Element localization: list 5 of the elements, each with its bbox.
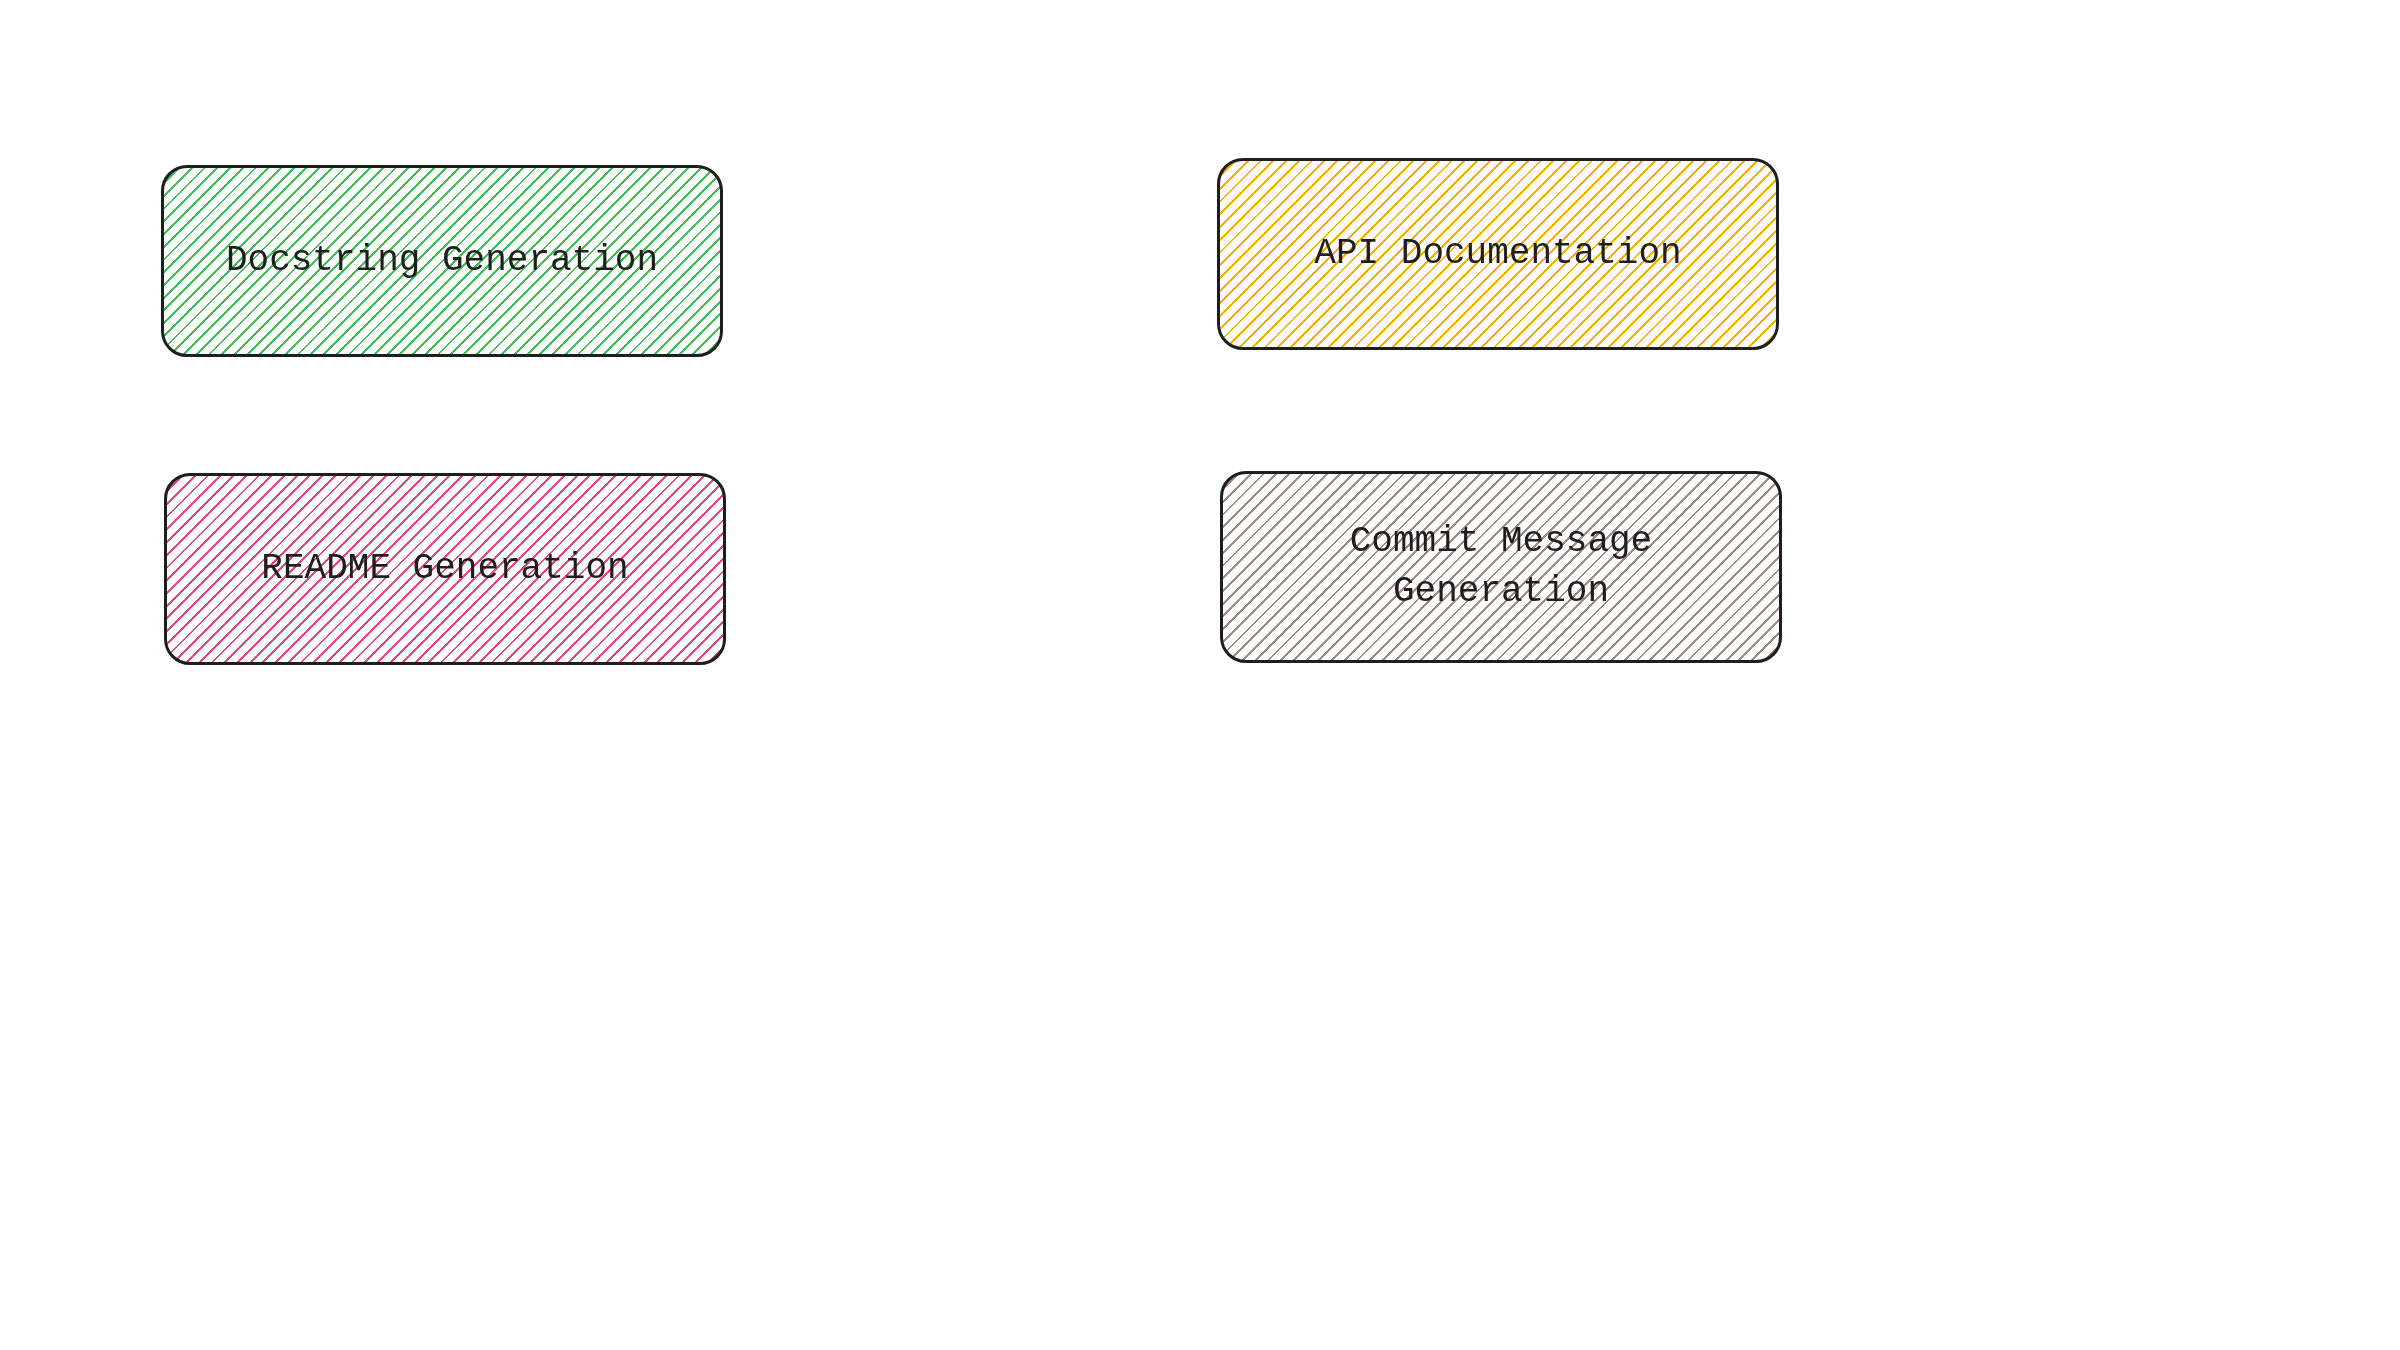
box-label: Commit Message Generation	[1348, 519, 1654, 614]
process-box	[161, 165, 723, 357]
process-box	[1217, 158, 1779, 350]
process-box	[164, 473, 726, 665]
process-box	[1220, 471, 1782, 663]
